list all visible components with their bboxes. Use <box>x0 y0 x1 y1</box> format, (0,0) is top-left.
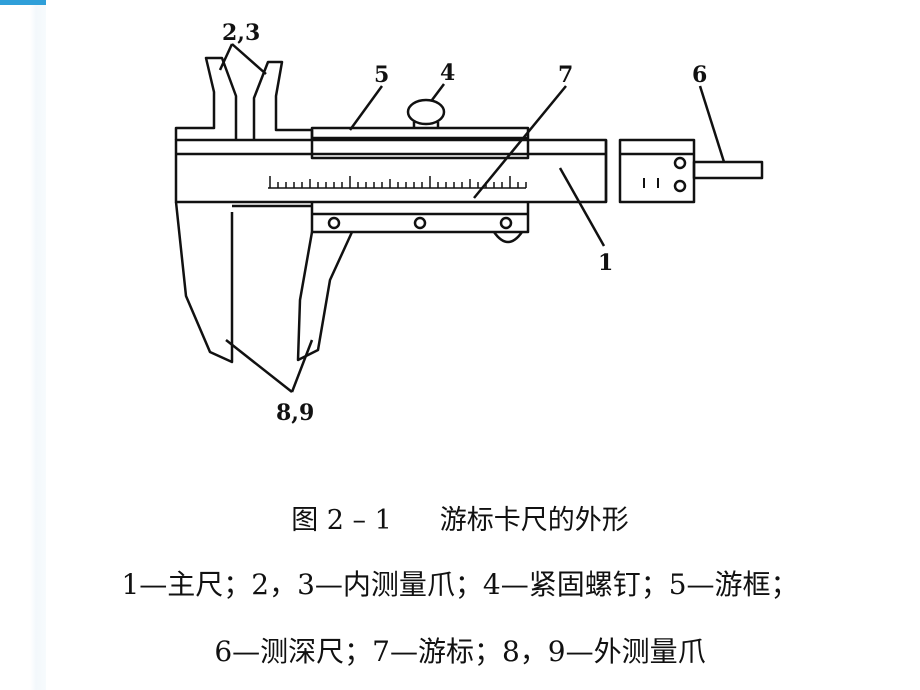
main-scale-ticks <box>269 176 527 188</box>
leader-5 <box>348 85 384 131</box>
leader-8-9a <box>225 339 293 393</box>
leader-2-3b <box>231 43 267 75</box>
legend-line-2: 6—测深尺；7—游标；8，9—外测量爪 <box>214 635 706 668</box>
thumb-wheel <box>492 231 524 244</box>
fixed-outer-jaw <box>174 201 234 364</box>
leader-7 <box>473 85 567 199</box>
fixed-inner-jaw <box>174 56 238 140</box>
leader-2-3a <box>218 43 234 71</box>
beam-end-section <box>618 138 696 204</box>
label-outer-jaws: 8,9 <box>276 400 314 426</box>
corner-accent-bar <box>0 0 46 5</box>
legend-line-1: 1—主尺；2，3—内测量爪；4—紧固螺钉；5—游框； <box>121 568 799 601</box>
depth-rod <box>692 160 764 180</box>
label-depth-rod: 6 <box>692 62 707 88</box>
main-scale-beam <box>174 138 608 204</box>
figure-caption-title: 图 2 – 1 游标卡尺的外形 <box>0 498 920 537</box>
label-vernier-frame: 5 <box>374 62 389 88</box>
label-main-scale: 1 <box>598 250 613 276</box>
rivet-3 <box>499 216 513 230</box>
movable-outer-jaw <box>296 231 354 362</box>
label-vernier-scale: 7 <box>558 62 573 88</box>
movable-inner-jaw <box>252 60 314 140</box>
leader-4 <box>431 83 445 101</box>
rivet-1 <box>327 216 341 230</box>
beam-end-ticks <box>643 178 659 188</box>
vernier-frame-lower <box>310 202 530 234</box>
leader-1 <box>558 167 606 247</box>
locking-screw <box>406 98 446 126</box>
label-locking-screw: 4 <box>440 60 455 86</box>
beam-end-rivet-1 <box>673 156 687 170</box>
beam-end-rivet-2 <box>673 179 687 193</box>
vernier-frame <box>310 126 530 160</box>
left-margin-strip <box>0 0 46 690</box>
figure-title: 游标卡尺的外形 <box>439 505 629 536</box>
figure-number: 图 2 – 1 <box>291 505 392 536</box>
leader-6 <box>698 85 726 163</box>
rivet-2 <box>413 216 427 230</box>
label-inner-jaws: 2,3 <box>222 20 260 46</box>
leader-8-9b <box>290 339 314 393</box>
